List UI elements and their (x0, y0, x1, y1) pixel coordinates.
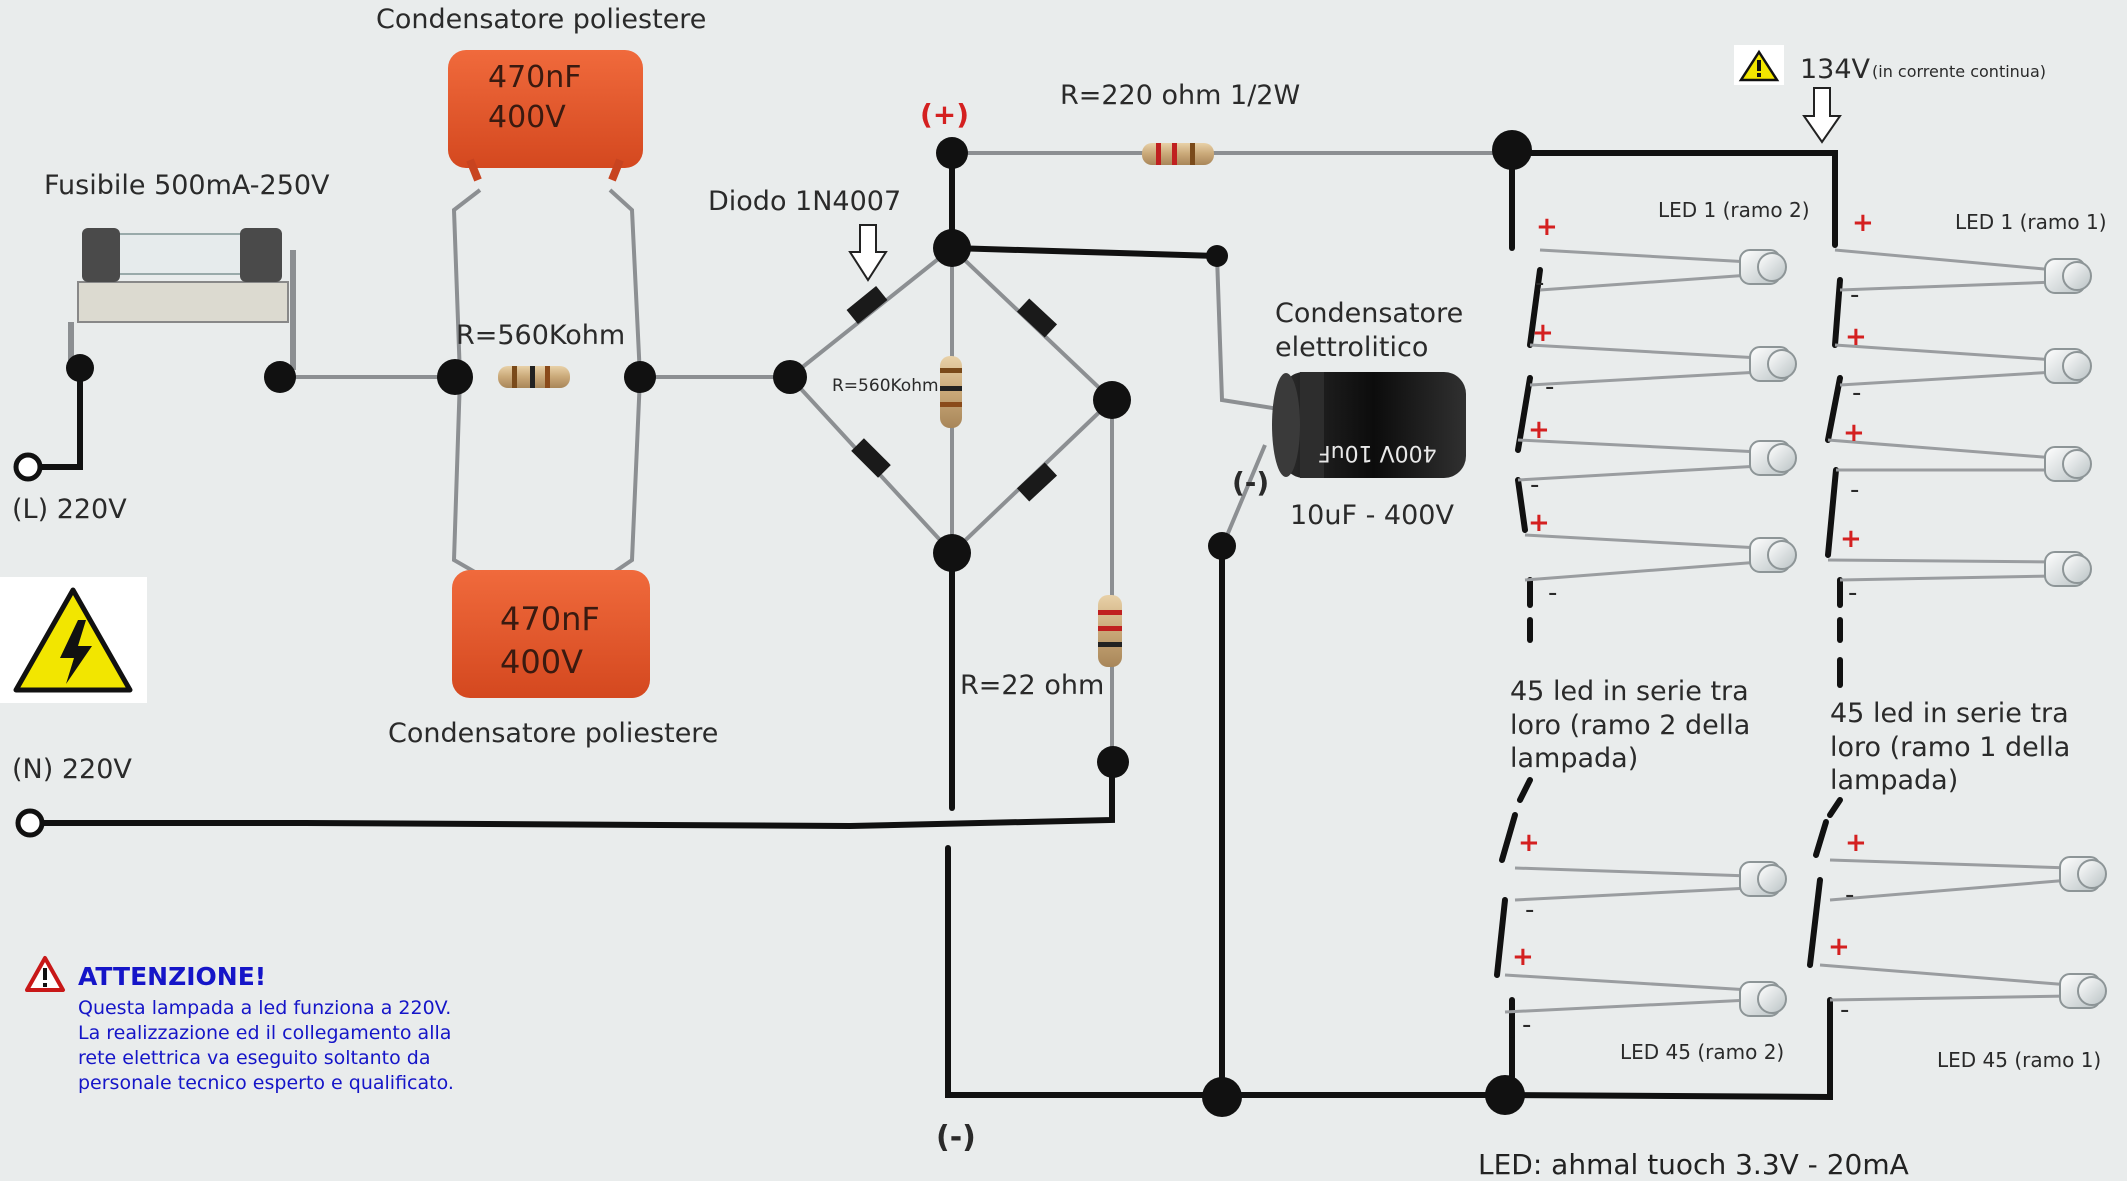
voltage-label: 134V (1800, 54, 1871, 85)
led-leads (1504, 248, 2071, 1014)
led-minus-sign: - (1545, 372, 1555, 402)
led-45-ramo-2 (1739, 981, 1787, 1017)
neutral-terminal (15, 808, 45, 838)
resistor-560k-label: R=560Kohm (456, 320, 626, 351)
led-plus-sign: + (1840, 524, 1862, 554)
led-2-ramo-2 (1749, 346, 1797, 382)
led-minus-sign: - (1548, 578, 1558, 608)
branch1-text-1: 45 led in serie tra (1830, 698, 2069, 729)
schematic-wires (25, 150, 1838, 1101)
warning-line: Questa lampada a led funziona a 220V. (78, 997, 452, 1019)
cap-top-label: Condensatore poliestere (376, 4, 707, 35)
resistor-560k-bridge (940, 356, 962, 428)
led1-ramo1-label: LED 1 (ramo 1) (1955, 210, 2107, 234)
branch1-text-2: loro (ramo 1 della (1830, 732, 2071, 763)
led-minus-sign: - (1850, 280, 1860, 310)
resistor-220 (1142, 143, 1214, 165)
led-plus-sign: + (1528, 415, 1550, 445)
led-4-ramo-2 (1749, 537, 1797, 573)
led-minus-sign: - (1850, 475, 1860, 505)
cap-bottom-value-2: 400V (500, 643, 583, 681)
led-plus-sign: + (1843, 418, 1865, 448)
branch2-text-2: loro (ramo 2 della (1510, 710, 1751, 741)
led-4-ramo-1 (2044, 551, 2092, 587)
led-45-ramo-1 (2059, 973, 2107, 1009)
led-bulbs (1739, 249, 2107, 1017)
resistor-560k-bridge-label: R=560Kohm (832, 376, 939, 396)
led-3-ramo-1 (2044, 446, 2092, 482)
bridge-diodes (846, 286, 1058, 502)
led-44-ramo-1 (2059, 856, 2107, 892)
led-plus-sign: + (1828, 932, 1850, 962)
branch2-text-3: lampada) (1510, 743, 1639, 774)
capacitor-top (448, 50, 643, 182)
warning-line: rete elettrica va eseguito soltanto da (78, 1047, 431, 1069)
ground-negative-marker: (-) (936, 1120, 976, 1155)
led-44-ramo-2 (1739, 861, 1787, 897)
led-plus-sign: + (1845, 322, 1867, 352)
resistor-22 (1098, 595, 1122, 667)
high-voltage-warning-icon (0, 577, 147, 703)
diode-arrow-icon (848, 224, 888, 282)
led-plus-sign: + (1532, 318, 1554, 348)
warning-body: Questa lampada a led funziona a 220V. La… (78, 996, 538, 1096)
warning-title: ATTENZIONE! (78, 962, 267, 991)
led-minus-sign: - (1840, 995, 1850, 1025)
cut-off-bottom-text: LED: ahmal tuoch 3.3V - 20mA (1478, 1148, 1909, 1181)
led1-ramo2-label: LED 1 (ramo 2) (1658, 198, 1810, 222)
led-2-ramo-1 (2044, 348, 2092, 384)
led-minus-sign: - (1535, 268, 1545, 298)
led-plus-sign: + (1852, 208, 1874, 238)
led-minus-sign: - (1848, 578, 1858, 608)
diode-label: Diodo 1N4007 (708, 186, 902, 217)
led-minus-sign: - (1530, 470, 1540, 500)
voltage-note: (in corrente continua) (1872, 62, 2046, 81)
led-minus-sign: - (1852, 378, 1862, 408)
line-terminal (13, 452, 43, 482)
led-3-ramo-2 (1749, 440, 1797, 476)
junction-dots (66, 130, 1532, 1117)
voltage-arrow-icon (1802, 87, 1842, 144)
led-chain-ramo-2 (1494, 267, 1543, 1038)
led-plus-sign: + (1518, 828, 1540, 858)
led-minus-sign: - (1525, 895, 1535, 925)
branch2-text-1: 45 led in serie tra (1510, 676, 1749, 707)
elec-cap-label-1: Condensatore (1275, 298, 1464, 329)
resistor-22-label: R=22 ohm (960, 670, 1105, 701)
cap-top-value-2: 400V (488, 100, 566, 135)
positive-marker: (+) (920, 98, 970, 131)
neutral-input-label: (N) 220V (12, 754, 132, 785)
elec-cap-value: 10uF - 400V (1290, 500, 1454, 531)
warning-line: personale tecnico esperto e qualificato. (78, 1072, 454, 1094)
attention-icon (25, 956, 65, 992)
warning-line: La realizzazione ed il collegamento alla (78, 1022, 452, 1044)
cap-bottom-value-1: 470nF (500, 600, 600, 638)
led-plus-sign: + (1528, 508, 1550, 538)
cap-bottom-label: Condensatore poliestere (388, 718, 719, 749)
led45-ramo1-label: LED 45 (ramo 1) (1937, 1048, 2102, 1072)
led-1-ramo-2 (1739, 249, 1787, 285)
led-plus-sign: + (1536, 212, 1558, 242)
capacitor-bottom (452, 570, 650, 698)
led-minus-sign: - (1845, 880, 1855, 910)
electrolytic-capacitor (1272, 372, 1466, 478)
branch1-text-3: lampada) (1830, 765, 1959, 796)
led-minus-sign: - (1522, 1010, 1532, 1040)
line-input-label: (L) 220V (12, 494, 127, 525)
resistor-560k (498, 366, 570, 388)
resistor-220-label: R=220 ohm 1/2W (1060, 80, 1301, 111)
led-plus-sign: + (1512, 942, 1534, 972)
fuse-label: Fusibile 500mA-250V (44, 170, 330, 201)
led-chain-ramo-1 (1807, 277, 1843, 1043)
cap-top-value-1: 470nF (488, 60, 582, 95)
led-plus-sign: + (1845, 828, 1867, 858)
cap-negative-marker: (-) (1232, 466, 1270, 499)
fuse-holder (68, 228, 296, 370)
voltage-warning-icon (1734, 45, 1784, 85)
elec-cap-body-print: 400V 10uF (1318, 440, 1437, 465)
led-1-ramo-1 (2044, 258, 2092, 294)
elec-cap-label-2: elettrolitico (1275, 332, 1429, 363)
led45-ramo2-label: LED 45 (ramo 2) (1620, 1040, 1785, 1064)
